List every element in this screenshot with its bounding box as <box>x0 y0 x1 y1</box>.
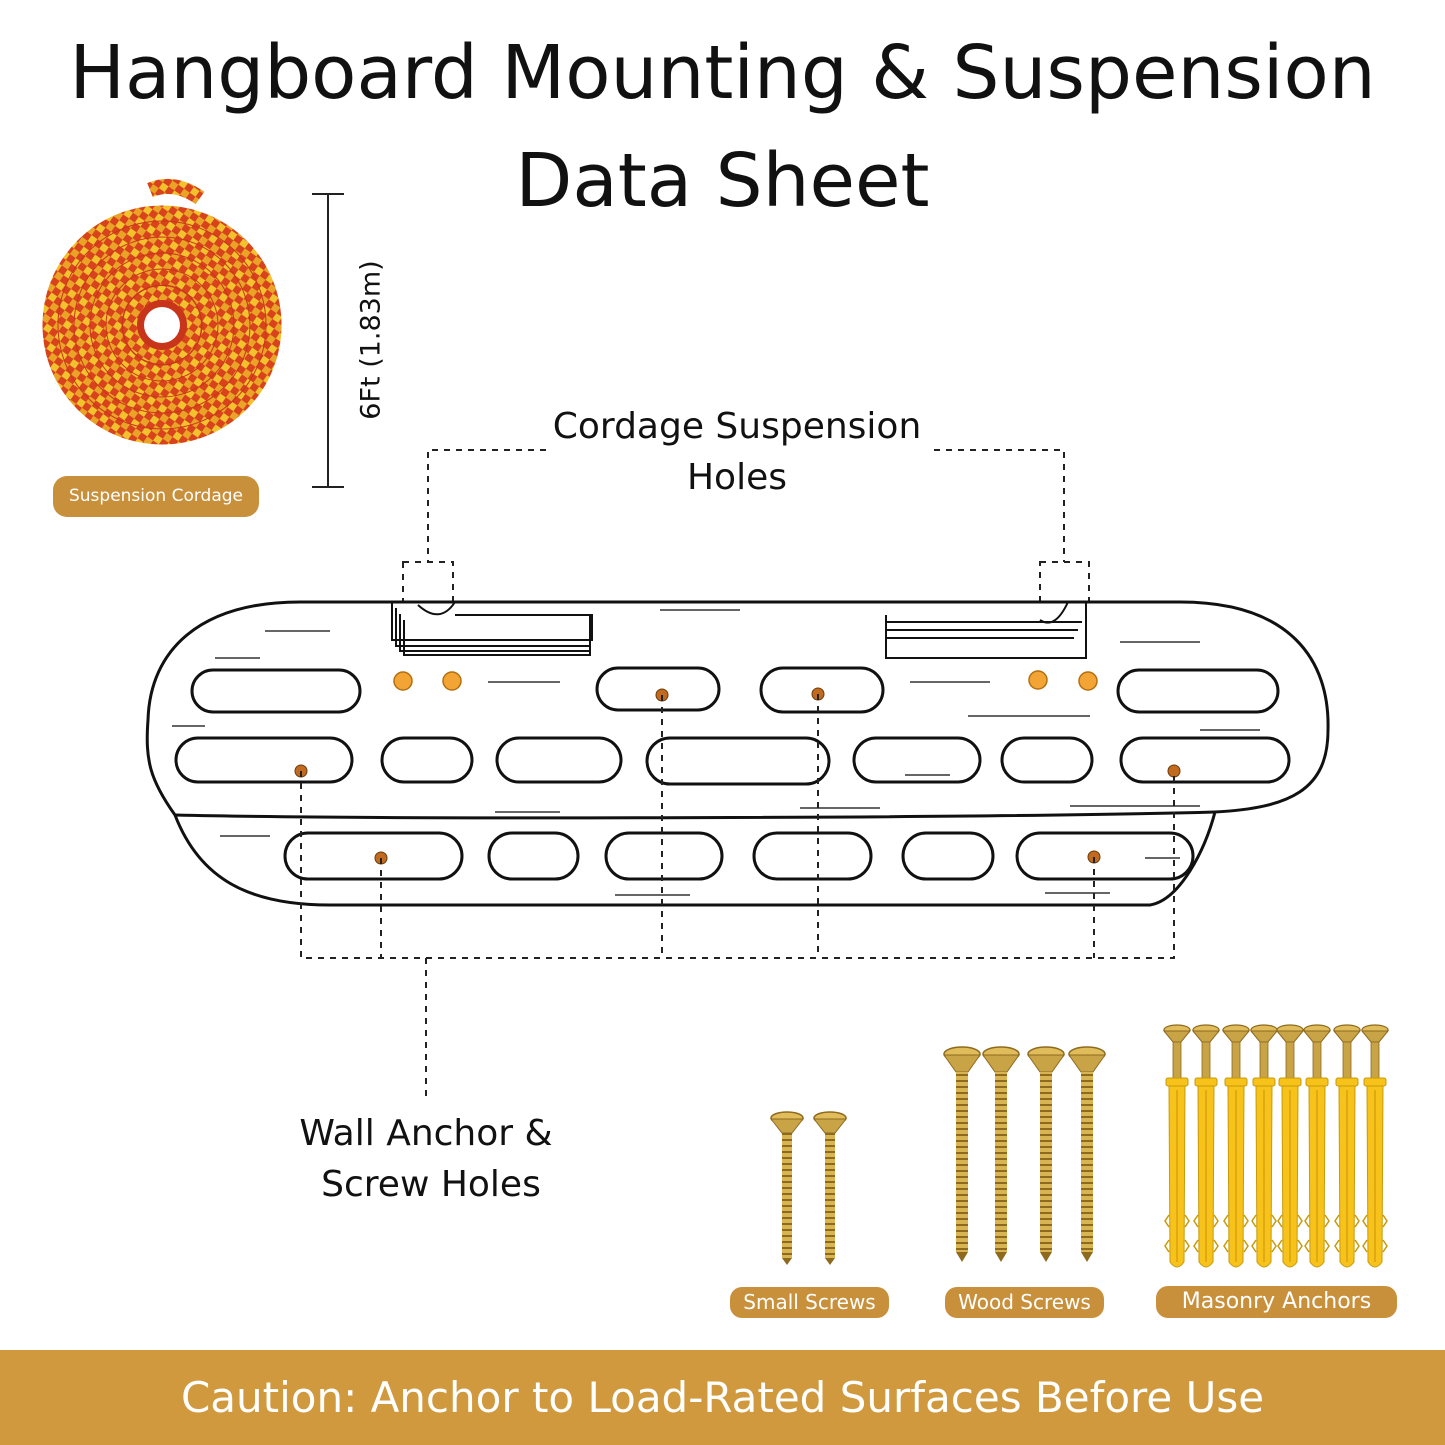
masonry-anchors-label: Masonry Anchors <box>1181 1289 1372 1314</box>
small-screws-label: Small Screws <box>743 1290 876 1314</box>
cordage-hole-dots <box>393 670 1098 691</box>
masonry-anchor-icon <box>1360 1024 1390 1268</box>
masonry-anchor-icon <box>1221 1024 1251 1268</box>
caution-banner <box>0 1350 1445 1445</box>
top-plate-left <box>391 601 593 656</box>
wood-screws-icon <box>943 1046 1106 1262</box>
masonry-anchors-icon <box>1162 1024 1390 1268</box>
masonry-anchor-icon <box>1302 1024 1332 1268</box>
screw-callout-leaders <box>300 694 1175 1102</box>
cordage-holes-label-line1: Cordage Suspension <box>552 406 922 447</box>
coiled-rope-icon <box>42 178 282 445</box>
cordage-holes-label-line2: Holes <box>686 457 787 498</box>
suspension-cordage-label: Suspension Cordage <box>68 486 244 506</box>
cordage-callout-leaders <box>402 449 1090 618</box>
top-plate-right <box>885 601 1087 659</box>
masonry-anchor-icon <box>1332 1024 1362 1268</box>
wood-screws-label: Wood Screws <box>958 1290 1091 1314</box>
small-screws-icon <box>769 1111 848 1265</box>
masonry-anchor-icon <box>1162 1024 1192 1268</box>
caution-text: Caution: Anchor to Load-Rated Surfaces B… <box>180 1373 1265 1422</box>
page-title-line1: Hangboard Mounting & Suspension <box>69 30 1376 116</box>
pill-shapes <box>53 476 1397 1318</box>
page-title-line2: Data Sheet <box>515 138 930 224</box>
masonry-anchor-icon <box>1191 1024 1221 1268</box>
cordage-length-label: 6Ft (1.83m) <box>355 260 387 420</box>
length-dimension-line <box>312 193 344 488</box>
wall-anchor-label-line2: Screw Holes <box>321 1164 541 1205</box>
masonry-anchor-icon <box>1275 1024 1305 1268</box>
hangboard-body <box>145 600 1330 907</box>
wall-anchor-label-line1: Wall Anchor & <box>299 1113 553 1154</box>
masonry-anchor-icon <box>1249 1024 1279 1268</box>
